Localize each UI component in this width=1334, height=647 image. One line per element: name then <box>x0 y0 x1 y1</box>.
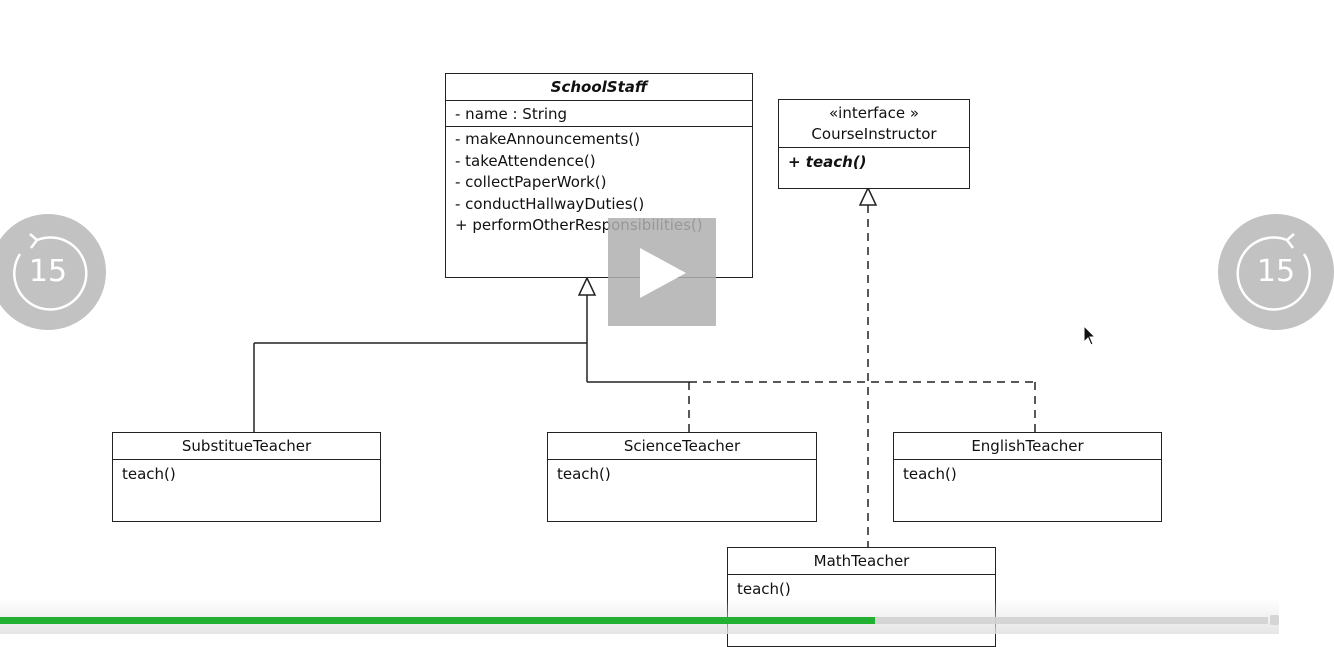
class-name: CourseInstructor <box>811 125 937 143</box>
method: - makeAnnouncements() <box>455 130 641 148</box>
progress-bar[interactable] <box>0 617 1268 624</box>
forward-15-button[interactable]: 15 <box>1218 214 1334 330</box>
attribute: - name : String <box>455 105 568 123</box>
class-science-teacher: ScienceTeacher teach() <box>547 432 817 522</box>
method: - collectPaperWork() <box>455 173 607 191</box>
forward-15-icon <box>1236 233 1311 311</box>
method-section: teach() <box>548 460 816 488</box>
method-section: teach() <box>113 460 380 488</box>
realization-arrowhead <box>858 186 878 206</box>
method: teach() <box>903 465 957 483</box>
class-name: EnglishTeacher <box>894 433 1161 460</box>
method-section: + teach() <box>779 148 969 176</box>
method-section: teach() <box>894 460 1161 488</box>
rewind-15-button[interactable]: 15 <box>0 214 106 330</box>
controls-gradient <box>0 598 1279 634</box>
method: + teach() <box>788 153 867 171</box>
rewind-seconds-label: 15 <box>28 254 68 289</box>
progress-track-end <box>1270 615 1279 625</box>
class-name: SubstitueTeacher <box>113 433 380 460</box>
rewind-15-icon <box>13 233 88 311</box>
class-substitue-teacher: SubstitueTeacher teach() <box>112 432 381 522</box>
diagram-connectors <box>253 186 1036 548</box>
stereotype: «interface » <box>828 104 920 122</box>
progress-fill <box>0 617 875 624</box>
attribute-section: - name : String <box>446 101 752 127</box>
method: teach() <box>122 465 176 483</box>
method-section: teach() <box>728 575 995 603</box>
class-name: MathTeacher <box>728 548 995 575</box>
mouse-pointer-icon <box>1083 324 1097 346</box>
method: - conductHallwayDuties() <box>455 194 645 213</box>
method: - takeAttendence() <box>455 151 596 170</box>
method: teach() <box>557 465 611 483</box>
inheritance-arrowhead <box>577 276 597 296</box>
class-english-teacher: EnglishTeacher teach() <box>893 432 1162 522</box>
interface-course-instructor: «interface » CourseInstructor + teach() <box>778 99 970 189</box>
forward-seconds-label: 15 <box>1256 254 1296 289</box>
method: teach() <box>737 580 791 598</box>
play-icon <box>640 248 686 298</box>
class-name: SchoolStaff <box>446 74 752 101</box>
play-button[interactable] <box>608 218 716 326</box>
class-name: ScienceTeacher <box>548 433 816 460</box>
